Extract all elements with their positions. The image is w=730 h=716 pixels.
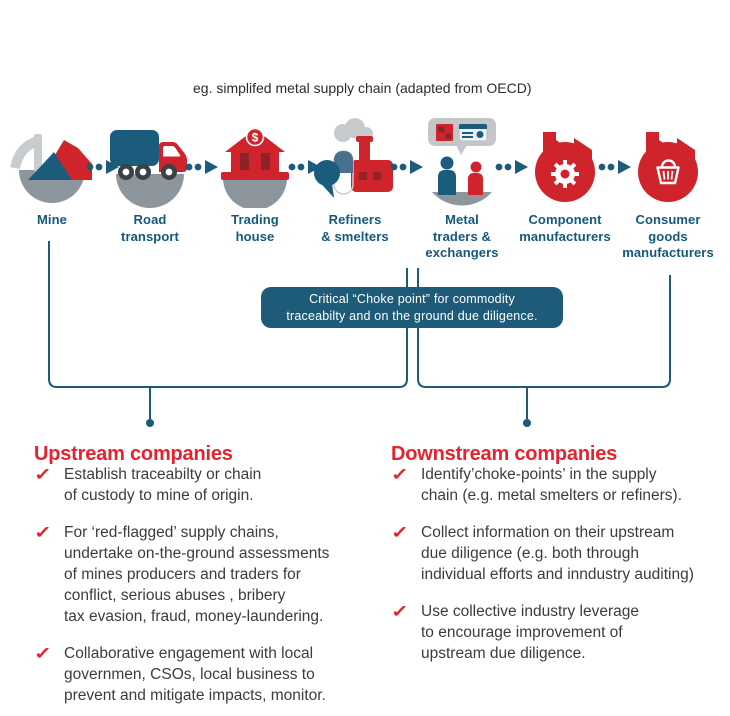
step-label: Component manufacturers — [519, 212, 611, 244]
traders-icon — [428, 118, 496, 206]
list-item: ✓ Establish traceabilty or chain of cust… — [34, 464, 374, 506]
list-item: ✓ For ‘red-flagged’ supply chains, under… — [34, 522, 374, 627]
list-item: ✓ Collect information on their upstream … — [391, 522, 730, 585]
gear-factory-icon — [535, 132, 595, 202]
step-label: Consumer goods manufacturers — [622, 212, 714, 260]
smelter-icon — [314, 118, 393, 198]
checkmark-icon: ✓ — [34, 523, 52, 542]
choke-point-text: Critical “Choke point” for commodity tra… — [286, 292, 538, 323]
basket-icon — [656, 159, 680, 185]
upstream-stem-dot — [146, 419, 154, 427]
chain-step-road-transport: Road transport — [98, 118, 202, 245]
svg-text:$: $ — [252, 131, 259, 145]
downstream-heading: Downstream companies — [391, 443, 618, 465]
chain-step-component-manufacturers: Component manufacturers — [513, 118, 617, 245]
checkmark-icon: ✓ — [391, 465, 409, 484]
flow-arrow-icon — [288, 160, 321, 174]
flow-arrow-icon — [495, 160, 528, 174]
bullet-text: For ‘red-flagged’ supply chains, underta… — [64, 524, 330, 625]
list-item: ✓ Identify’choke-points’ in the supply c… — [391, 464, 730, 506]
flow-arrow-icon — [185, 160, 218, 174]
basket-factory-icon — [638, 132, 698, 202]
chain-step-metal-traders: Metal traders & exchangers — [410, 118, 514, 262]
upstream-bracket — [48, 241, 408, 388]
step-label: Trading house — [231, 212, 279, 244]
bank-icon: $ — [221, 127, 289, 208]
checkmark-icon: ✓ — [391, 523, 409, 542]
step-label: Refiners & smelters — [321, 212, 389, 244]
bullet-text: Collect information on their upstream du… — [421, 524, 694, 583]
step-label: Metal traders & exchangers — [425, 212, 499, 260]
flow-arrow-icon — [390, 160, 423, 174]
bullet-text: Establish traceabilty or chain of custod… — [64, 466, 262, 504]
bullet-text: Use collective industry leverage to enco… — [421, 603, 639, 662]
list-item: ✓ Use collective industry leverage to en… — [391, 601, 730, 664]
list-item: ✓ Collaborative engagement with local go… — [34, 643, 374, 706]
downstream-bracket — [417, 268, 671, 388]
downstream-stem-dot — [523, 419, 531, 427]
truck-icon — [110, 130, 187, 208]
checkmark-icon: ✓ — [34, 465, 52, 484]
upstream-heading: Upstream companies — [34, 443, 233, 465]
step-label: Road transport — [121, 212, 179, 244]
chain-step-mine: Mine — [0, 118, 104, 229]
upstream-bullet-list: ✓ Establish traceabilty or chain of cust… — [34, 464, 374, 716]
diagram-title: eg. simplifed metal supply chain (adapte… — [193, 80, 532, 96]
gear-icon — [551, 160, 579, 188]
bullet-text: Collaborative engagement with local gove… — [64, 645, 326, 704]
bullet-text: Identify’choke-points’ in the supply cha… — [421, 466, 683, 504]
downstream-bullet-list: ✓ Identify’choke-points’ in the supply c… — [391, 464, 730, 680]
chain-step-refiners-smelters: Refiners & smelters — [303, 118, 407, 245]
flow-arrow-icon — [598, 160, 631, 174]
chain-step-consumer-goods: Consumer goods manufacturers — [616, 118, 720, 262]
checkmark-icon: ✓ — [391, 602, 409, 621]
step-label: Mine — [36, 212, 67, 227]
flow-arrow-icon — [86, 160, 119, 174]
choke-point-callout: Critical “Choke point” for commodity tra… — [261, 287, 563, 328]
chain-step-trading-house: $ Trading house — [203, 118, 307, 245]
checkmark-icon: ✓ — [34, 644, 52, 663]
mine-icon — [10, 134, 92, 203]
